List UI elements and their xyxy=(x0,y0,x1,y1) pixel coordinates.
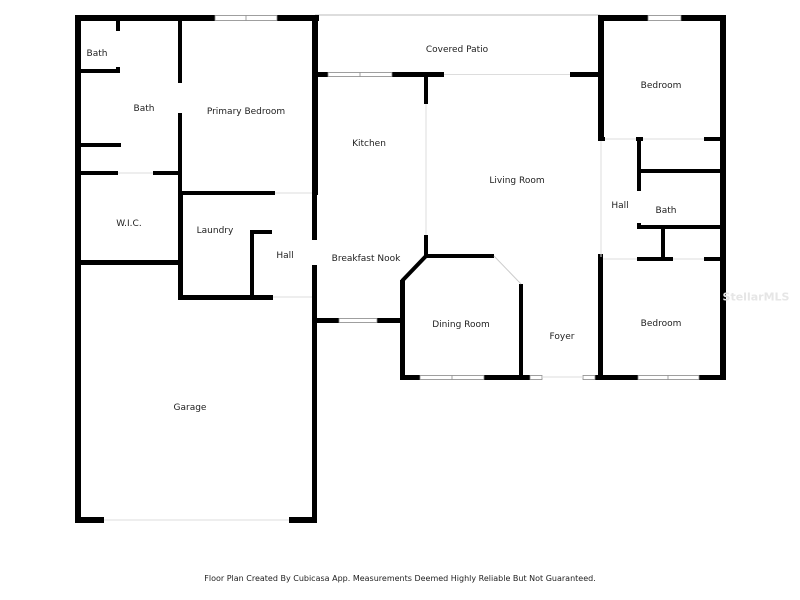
room-label-hall-right: Hall xyxy=(611,201,629,211)
room-label-bath-small: Bath xyxy=(86,49,108,59)
room-label-covered-patio: Covered Patio xyxy=(425,45,489,55)
openings xyxy=(104,74,704,521)
room-label-dining-room: Dining Room xyxy=(432,320,490,330)
room-label-kitchen: Kitchen xyxy=(352,139,386,149)
room-label-bath-primary: Bath xyxy=(133,104,155,114)
windows xyxy=(214,15,700,380)
dining-diagonal-wall-left xyxy=(400,254,428,283)
watermark: StellarMLS xyxy=(722,290,790,304)
room-label-breakfast-nook: Breakfast Nook xyxy=(331,254,401,264)
room-label-laundry: Laundry xyxy=(196,226,234,236)
room-label-bedroom-upper: Bedroom xyxy=(640,81,682,91)
room-label-primary-bedroom: Primary Bedroom xyxy=(206,107,286,117)
room-label-living-room: Living Room xyxy=(489,176,545,186)
dining-diagonal-opening-right xyxy=(493,255,522,285)
room-label-bath-right: Bath xyxy=(655,206,677,216)
room-label-wic: W.I.C. xyxy=(116,219,142,229)
room-label-foyer: Foyer xyxy=(549,332,575,342)
walls xyxy=(75,15,726,523)
footer-disclaimer: Floor Plan Created By Cubicasa App. Meas… xyxy=(204,574,596,583)
room-label-garage: Garage xyxy=(173,403,207,413)
room-label-bedroom-lower: Bedroom xyxy=(640,319,682,329)
room-label-hall-left: Hall xyxy=(276,251,294,261)
